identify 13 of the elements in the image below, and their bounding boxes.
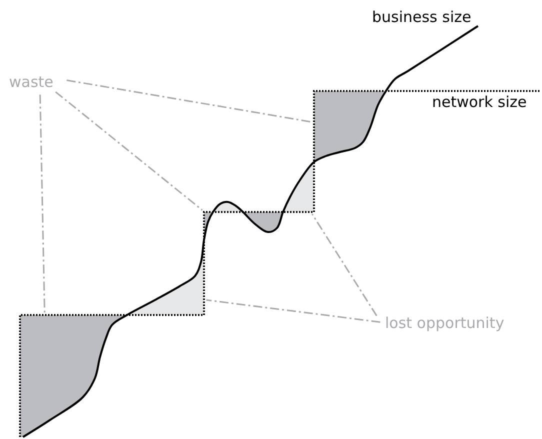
leader-line <box>55 91 203 211</box>
line-label: business size <box>372 8 472 26</box>
leader-line <box>66 79 314 123</box>
leader-line <box>39 94 46 313</box>
callout-label: waste <box>9 73 54 91</box>
shaded-area <box>213 202 243 212</box>
shaded-area <box>243 212 283 232</box>
leader-line <box>312 214 378 316</box>
leader-line <box>206 299 380 323</box>
line-label: network size <box>432 93 527 111</box>
callout-label: lost opportunity <box>385 314 504 332</box>
shaded-area <box>283 162 314 212</box>
shaded-area <box>314 91 386 162</box>
